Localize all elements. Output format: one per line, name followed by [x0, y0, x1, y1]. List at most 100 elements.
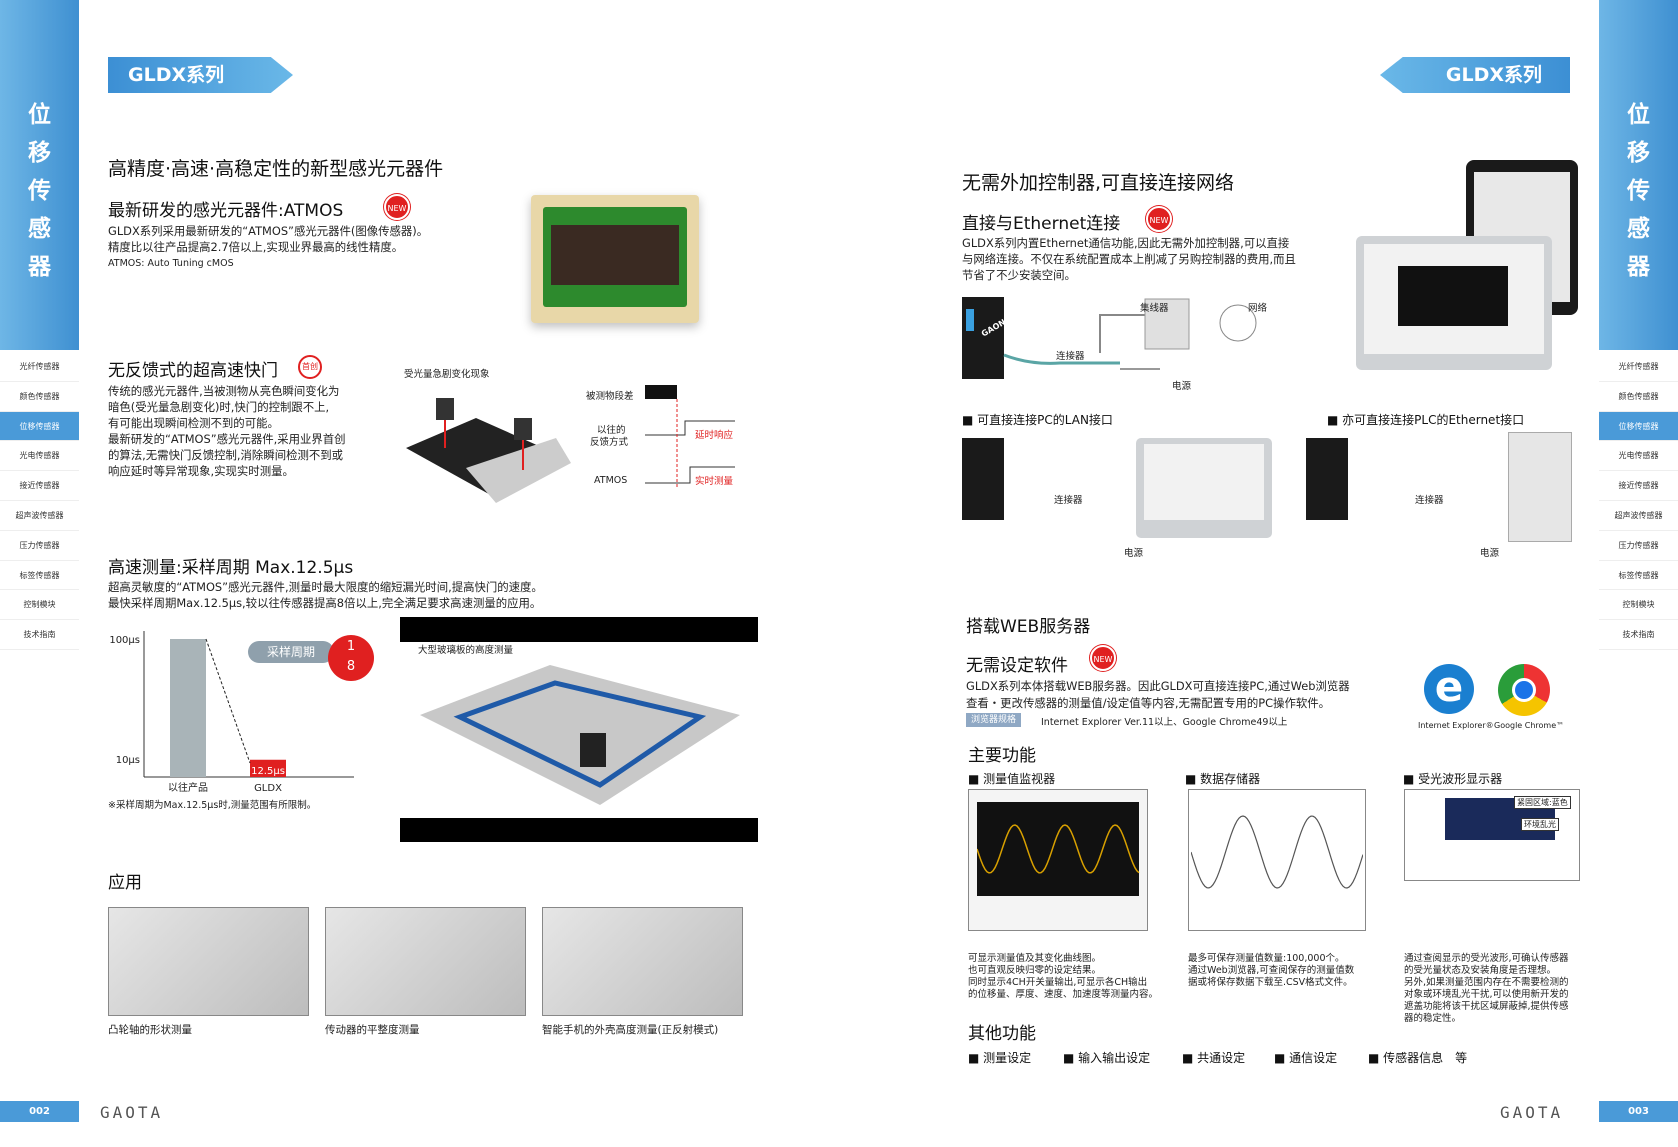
- light-wave-screenshot: 紧固区域:蓝色 环境乱光: [1404, 789, 1580, 881]
- sensor-step-illustration: [406, 398, 571, 503]
- laptop-image: [1356, 236, 1552, 370]
- sidebar-header: 位 移 传 感 器: [1599, 0, 1678, 350]
- chrome-label: Google Chrome™: [1494, 721, 1565, 730]
- left-sidebar: 位 移 传 感 器 光纤传感器 颜色传感器 位移传感器 光电传感器 接近传感器 …: [0, 0, 79, 1147]
- func-desc: 最多可保存测量值数量:100,000个。 通过Web浏览器,可查阅保存的测量值数…: [1188, 953, 1355, 988]
- func-desc: 可显示测量值及其变化曲线图。 也可直观反映归零的设定结果。 同时显示4CH开关量…: [968, 953, 1159, 1000]
- atmos-body-3: ATMOS: Auto Tuning cMOS: [108, 258, 234, 269]
- app-image-smartphone: [542, 907, 743, 1016]
- sensor-image: [1306, 438, 1348, 520]
- sidebar-item[interactable]: 标签传感器: [0, 561, 79, 591]
- storage-waveform: [1191, 815, 1363, 889]
- speed-body-2: 最快采样周期Max.12.5μs,较以往传感器提高8倍以上,完全满足要求高速测量…: [108, 596, 542, 610]
- shutter-line: 最新研发的“ATMOS”感光元器件,采用业界首创: [108, 432, 346, 446]
- label-connector: 连接器: [1415, 495, 1444, 506]
- right-sidebar: 位 移 传 感 器 光纤传感器 颜色传感器 位移传感器 光电传感器 接近传感器 …: [1599, 0, 1678, 1147]
- atmos-title: 最新研发的感光元器件:ATMOS: [108, 201, 344, 221]
- sidebar-item-active[interactable]: 位移传感器: [0, 411, 79, 442]
- sidebar-item[interactable]: 接近传感器: [0, 471, 79, 501]
- sensor-image: [962, 438, 1004, 520]
- y-tick-label: 10μs: [116, 755, 140, 766]
- chart-badge: 采样周期: [248, 641, 334, 663]
- shutter-line: 暗色(受光量急剧变化)时,快门的控制跟不上,: [108, 400, 330, 414]
- web-line-2: 查看・更改传感器的测量值/设定值等内容,无需配置专用的PC操作软件。: [966, 696, 1331, 710]
- plc-eth-title: ■ 亦可直接连接PLC的Ethernet接口: [1327, 413, 1525, 427]
- figure-bottom-bar: [400, 818, 758, 842]
- func-desc: 通过查阅显示的受光波形,可确认传感器 的受光量状态及安装角度是否理想。 另外,如…: [1404, 953, 1569, 1024]
- shutter-line: 响应延时等异常现象,实现实时测量。: [108, 464, 294, 478]
- sidebar-title: 位 移 传 感 器: [1627, 102, 1650, 280]
- bar: [170, 639, 206, 777]
- sidebar-item[interactable]: 颜色传感器: [0, 382, 79, 412]
- sidebar-item[interactable]: 光电传感器: [1599, 441, 1678, 472]
- sidebar-item[interactable]: 技术指南: [1599, 620, 1678, 650]
- web-title: 搭载WEB服务器: [966, 617, 1091, 637]
- web-line-1: GLDX系列本体搭载WEB服务器。因此GLDX可直接连接PC,通过Web浏览器: [966, 679, 1350, 693]
- other-funcs-title: 其他功能: [968, 1024, 1036, 1044]
- brand-logo-right: GAOTA: [1500, 1103, 1564, 1122]
- monitor-screenshot: [968, 789, 1148, 931]
- label-old-2: 反馈方式: [590, 437, 629, 448]
- sidebar-item[interactable]: 光纤传感器: [1599, 352, 1678, 382]
- y-tick-label: 100μs: [109, 635, 140, 646]
- sidebar-item[interactable]: 光纤传感器: [0, 352, 79, 382]
- sidebar-item[interactable]: 压力传感器: [1599, 531, 1678, 561]
- label-connector: 连接器: [1054, 495, 1083, 506]
- sidebar-item[interactable]: 技术指南: [0, 620, 79, 650]
- func-title: ■ 测量值监视器: [968, 772, 1056, 786]
- atmos-chip-image: [531, 195, 699, 323]
- app-caption: 凸轮轴的形状测量: [108, 1024, 192, 1036]
- app-caption: 智能手机的外壳高度测量(正反射模式): [542, 1024, 719, 1036]
- pc-laptop-image: [1136, 438, 1272, 538]
- app-caption: 传动器的平整度测量: [325, 1024, 420, 1036]
- ratio-denominator: 8: [346, 659, 356, 674]
- first-badge: 首创: [298, 355, 322, 379]
- wave-label-stray: 环境乱光: [1521, 818, 1559, 831]
- label-delay: 延时响应: [695, 430, 734, 441]
- main-title-right: 无需外加控制器,可直接连接网络: [962, 172, 1235, 194]
- label-power: 电源: [1172, 381, 1192, 392]
- sidebar-nav: 光纤传感器 颜色传感器 位移传感器 光电传感器 接近传感器 超声波传感器 压力传…: [0, 352, 79, 650]
- pc-lan-title: ■ 可直接连接PC的LAN接口: [962, 413, 1113, 427]
- func-title: ■ 数据存储器: [1185, 772, 1261, 786]
- sidebar-item[interactable]: 超声波传感器: [1599, 501, 1678, 531]
- sidebar-item[interactable]: 压力传感器: [0, 531, 79, 561]
- network-diagram: [962, 297, 1257, 379]
- sidebar-item[interactable]: 标签传感器: [1599, 561, 1678, 591]
- eth-line: 节省了不少安装空间。: [962, 268, 1076, 282]
- series-banner-right: GLDX系列: [1380, 57, 1570, 93]
- label-network: 网络: [1248, 303, 1268, 314]
- label-step: 被测物段差: [586, 391, 634, 402]
- sidebar-item[interactable]: 颜色传感器: [1599, 382, 1678, 412]
- plc-image: [1508, 432, 1572, 542]
- label-power: 电源: [1124, 548, 1144, 559]
- main-title-left: 高精度·高速·高稳定性的新型感光元器件: [108, 158, 444, 180]
- x-tick-label: GLDX: [254, 783, 282, 794]
- speed-note: ※采样周期为Max.12.5μs时,测量范围有所限制。: [108, 800, 317, 811]
- eth-line: 与网络连接。不仅在系统配置成本上削减了另购控制器的费用,而且: [962, 252, 1296, 266]
- app-image-camshaft: [108, 907, 309, 1016]
- eth-line: GLDX系列内置Ethernet通信功能,因此无需外加控制器,可以直接: [962, 236, 1290, 250]
- ie-icon: e: [1424, 664, 1474, 714]
- sidebar-nav: 光纤传感器 颜色传感器 位移传感器 光电传感器 接近传感器 超声波传感器 压力传…: [1599, 352, 1678, 650]
- shutter-line: 有可能出现瞬间检测不到的可能。: [108, 416, 279, 430]
- other-func: ■ 输入输出设定: [1063, 1051, 1151, 1065]
- shutter-line: 的算法,无需快门反馈控制,消除瞬间检测不到或: [108, 448, 344, 462]
- sidebar-item-active[interactable]: 位移传感器: [1599, 411, 1678, 442]
- label-connector: 连接器: [1056, 351, 1085, 362]
- trend-line: [205, 638, 251, 764]
- new-badge: NEW: [1090, 645, 1116, 671]
- app-image-actuator: [325, 907, 526, 1016]
- sidebar-title: 位 移 传 感 器: [28, 102, 51, 280]
- sidebar-item[interactable]: 接近传感器: [1599, 471, 1678, 501]
- glass-fig-caption: 大型玻璃板的高度测量: [418, 645, 514, 656]
- label-atmos: ATMOS: [594, 475, 628, 486]
- sidebar-item[interactable]: 控制模块: [0, 590, 79, 621]
- sidebar-item[interactable]: 控制模块: [1599, 590, 1678, 621]
- atmos-body-1: GLDX系列采用最新研发的“ATMOS”感光元器件(图像传感器)。: [108, 224, 429, 238]
- sidebar-item[interactable]: 光电传感器: [0, 441, 79, 472]
- sidebar-item[interactable]: 超声波传感器: [0, 501, 79, 531]
- page-number-left: 002: [0, 1101, 79, 1122]
- ratio-badge: 1 8: [328, 635, 374, 681]
- func-title: ■ 受光波形显示器: [1403, 772, 1503, 786]
